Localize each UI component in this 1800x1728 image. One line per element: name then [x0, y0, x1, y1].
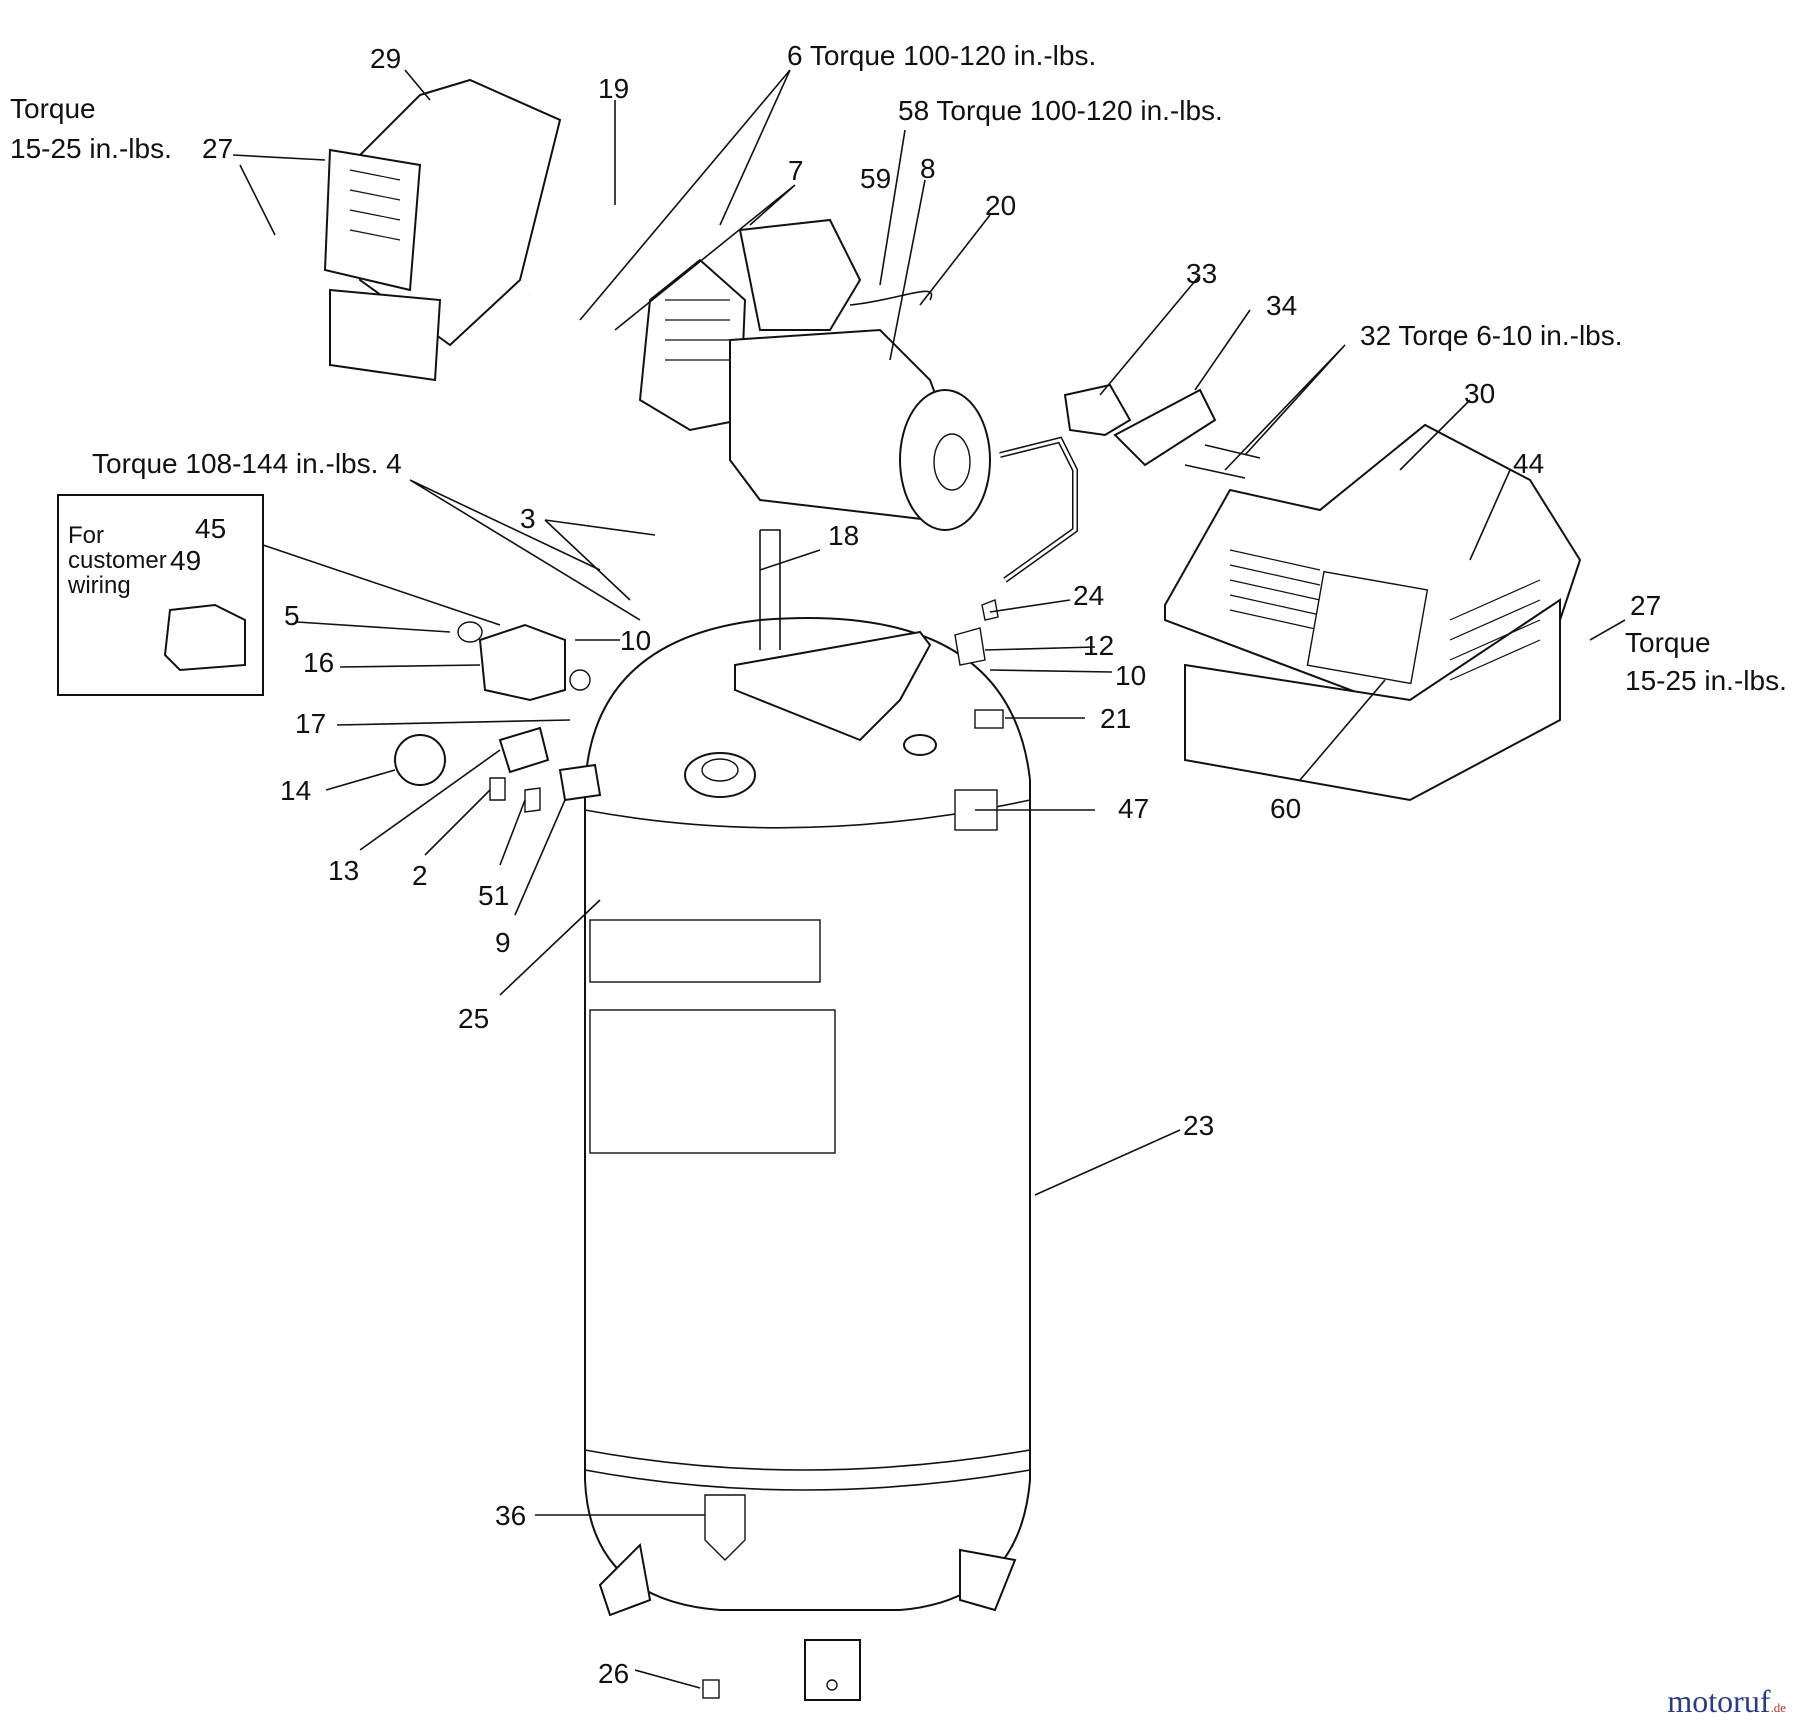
note-torque-left-line1: Torque [10, 93, 96, 124]
callout-49: 49 [170, 545, 201, 576]
callout-27-right: 27 [1630, 590, 1661, 621]
callout-34: 34 [1266, 290, 1297, 321]
watermark-main: motoruf [1667, 1683, 1771, 1719]
plate-34 [1113, 388, 1217, 467]
callout-29: 29 [370, 43, 401, 74]
tank-port-right [903, 734, 937, 756]
callout-3: 3 [520, 503, 536, 534]
callout-36: 36 [495, 1500, 526, 1531]
shroud-decal-60 [1306, 570, 1429, 685]
callout-59: 59 [860, 163, 891, 194]
callout-12: 12 [1083, 630, 1114, 661]
callout-60: 60 [1270, 793, 1301, 824]
callout-58: 58 Torque 100-120 in.-lbs. [898, 95, 1223, 126]
callout-25: 25 [458, 1003, 489, 1034]
motor-bracket [734, 630, 932, 742]
callout-33: 33 [1186, 258, 1217, 289]
note-wiring-line2: customer [68, 547, 167, 574]
safety-valve [954, 627, 986, 666]
callout-16: 16 [303, 647, 334, 678]
note-torque-right-line1: Torque [1625, 627, 1711, 658]
shroud-left [323, 78, 562, 382]
callout-23: 23 [1183, 1110, 1214, 1141]
watermark-logo: motoruf.de [1667, 1683, 1786, 1720]
drain-valve [702, 1679, 720, 1699]
callout-51: 51 [478, 880, 509, 911]
tank-decal-36 [704, 1494, 746, 1561]
watermark-tld: .de [1770, 1700, 1786, 1715]
callout-9: 9 [495, 927, 511, 958]
callout-19: 19 [598, 73, 629, 104]
tank-foot-left [598, 1542, 652, 1617]
pump-crankcase [738, 218, 862, 331]
callout-32: 32 Torqe 6-10 in.-lbs. [1360, 320, 1623, 351]
callout-44: 44 [1513, 448, 1544, 479]
callout-14: 14 [280, 775, 311, 806]
callouts: Torque 15-25 in.-lbs. 27 29 19 6 Torque … [10, 40, 1787, 1689]
tank-foot-right [959, 1548, 1017, 1612]
callout-7: 7 [788, 155, 804, 186]
pressure-switch-knob [457, 621, 483, 643]
cover-33 [1063, 383, 1132, 437]
shroud-right [1164, 423, 1582, 802]
callout-21: 21 [1100, 703, 1131, 734]
callout-47: 47 [1118, 793, 1149, 824]
fitting-21 [974, 709, 1004, 729]
callout-5: 5 [284, 600, 300, 631]
leader-lines [232, 69, 1626, 1689]
pressure-switch [457, 621, 591, 702]
tank-label-upper [589, 919, 821, 983]
fitting-51 [524, 787, 541, 813]
note-wiring-line1: For [68, 522, 104, 549]
callout-6: 6 Torque 100-120 in.-lbs. [787, 40, 1096, 71]
tank-valve-9 [558, 763, 602, 802]
pressure-gauge [394, 734, 446, 786]
note-torque-left-line2: 15-25 in.-lbs. [10, 133, 172, 164]
tank-label-lower [589, 1009, 836, 1154]
callout-10-left: 10 [620, 625, 651, 656]
callout-26: 26 [598, 1658, 629, 1689]
note-torque-right-line2: 15-25 in.-lbs. [1625, 665, 1787, 696]
callout-18: 18 [828, 520, 859, 551]
manifold [498, 726, 550, 774]
callout-10-right: 10 [1115, 660, 1146, 691]
callout-8: 8 [920, 153, 936, 184]
fitting-17 [569, 669, 591, 691]
callout-45: 45 [195, 513, 226, 544]
note-wiring-line3: wiring [67, 572, 131, 599]
callout-17: 17 [295, 708, 326, 739]
bolts-32 [1184, 444, 1261, 479]
fitting-24 [981, 599, 999, 621]
tank-foot-front [804, 1639, 861, 1701]
callout-2: 2 [412, 860, 428, 891]
callout-24: 24 [1073, 580, 1104, 611]
pump-motor-assembly [638, 218, 991, 531]
callout-4: Torque 108-144 in.-lbs. 4 [92, 448, 402, 479]
inset-switch-drawing [163, 603, 246, 672]
callout-13: 13 [328, 855, 359, 886]
callout-20: 20 [985, 190, 1016, 221]
fitting-2 [489, 777, 506, 801]
air-tank [584, 529, 1031, 1701]
callout-30: 30 [1464, 378, 1495, 409]
callout-27-left: 27 [202, 133, 233, 164]
aftercooler-tube [999, 436, 1078, 583]
